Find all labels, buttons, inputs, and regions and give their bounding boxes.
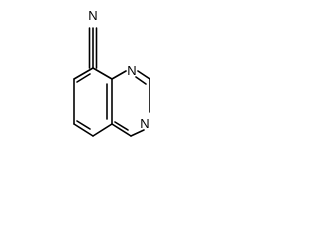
bond-c8-c8a bbox=[92, 67, 113, 80]
bond-n1-c2 bbox=[137, 70, 150, 80]
quinazoline-8-carbonitrile-structure: N N N bbox=[0, 0, 150, 174]
bond-n3-c4 bbox=[130, 129, 145, 137]
bond-c6-c5 bbox=[73, 123, 94, 137]
benzene-ring bbox=[73, 67, 113, 137]
nitrile-nitrogen-label: N bbox=[88, 8, 97, 23]
ring-nitrogen-3-label: N bbox=[140, 116, 149, 131]
bond-c4-c4a bbox=[111, 123, 132, 137]
bond-n1-c2-inner bbox=[135, 76, 147, 85]
bond-c4-c4a-inner bbox=[114, 121, 129, 131]
canvas-background bbox=[0, 0, 150, 174]
ring-nitrogen-1-label: N bbox=[127, 63, 136, 78]
bond-c7-c8-inner bbox=[76, 73, 91, 83]
pyrimidine-ring bbox=[111, 70, 150, 137]
bond-c6-c5-inner bbox=[76, 120, 91, 130]
bond-c5-c4a bbox=[92, 123, 113, 137]
bond-c8a-n1 bbox=[111, 70, 127, 80]
nitrile-group bbox=[88, 27, 98, 69]
bond-c8-c7 bbox=[73, 67, 94, 80]
